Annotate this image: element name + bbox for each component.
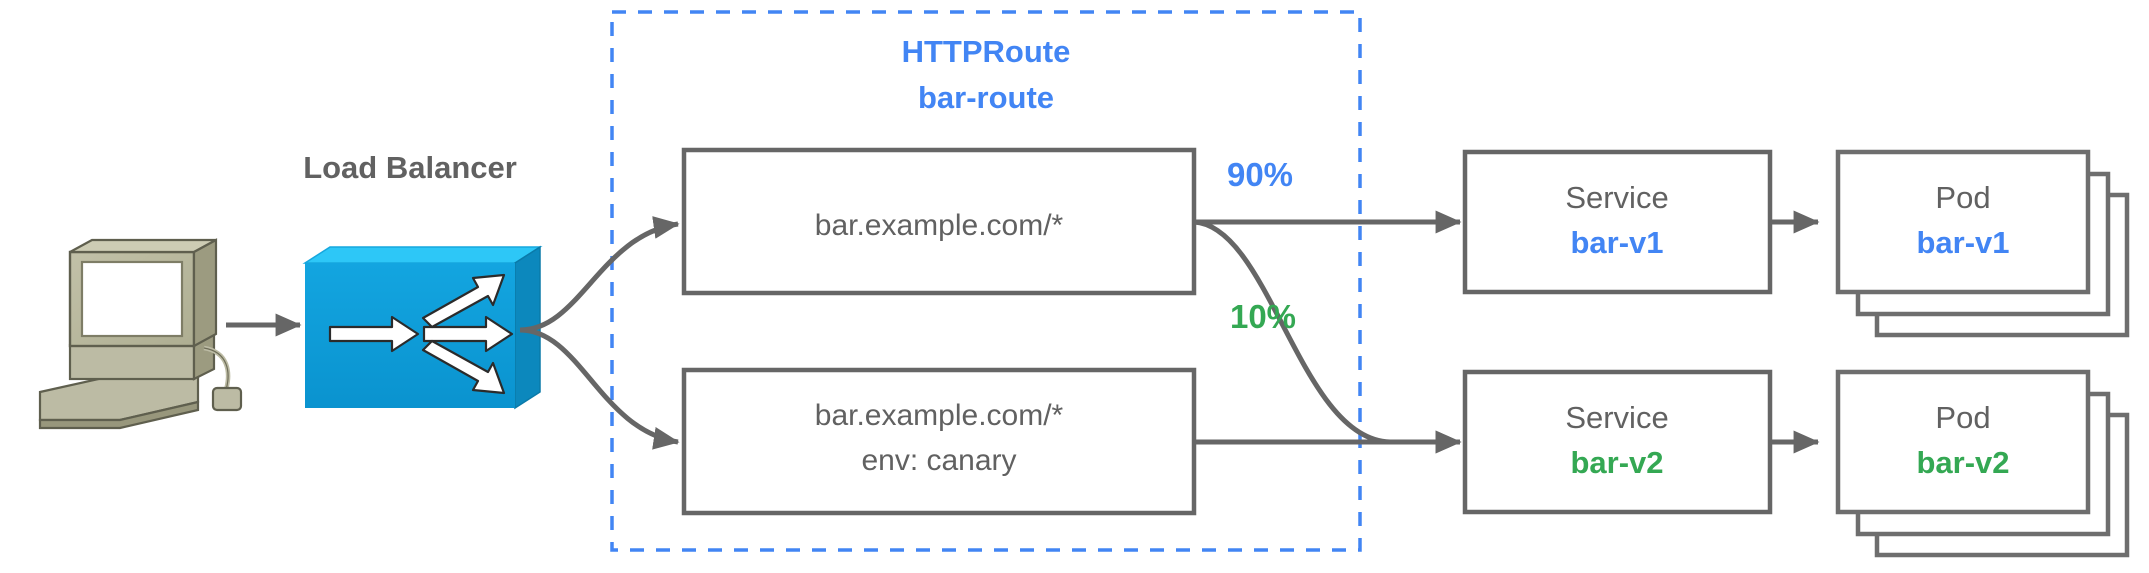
pod-stack-bar-v1[interactable]: Pod bar-v1 — [1835, 149, 2130, 338]
service-box-bar-v1[interactable]: Service bar-v1 — [1462, 149, 1773, 295]
pod-v2-kind-label: Pod — [1935, 400, 1990, 435]
service-box-bar-v2[interactable]: Service bar-v2 — [1462, 369, 1773, 515]
pod-stack-bar-v2[interactable]: Pod bar-v2 — [1835, 369, 2130, 558]
router-fanout-icon — [302, 245, 543, 410]
pod-v1-name-label: bar-v1 — [1916, 225, 2009, 260]
rule-canary-match-line-2: env: canary — [861, 444, 1016, 477]
weight-label-primary: 90% — [1227, 156, 1293, 193]
rule-box-primary[interactable]: bar.example.com/* — [681, 147, 1197, 296]
service-v1-kind-label: Service — [1565, 180, 1668, 215]
load-balancer-label: Load Balancer — [303, 150, 517, 185]
httproute-name-label: bar-route — [918, 80, 1054, 115]
desktop-computer-icon — [38, 238, 243, 430]
rule-box-canary[interactable]: bar.example.com/* env: canary — [681, 367, 1197, 516]
edge-lb-to-rule-primary — [519, 216, 680, 333]
pod-v2-name-label: bar-v2 — [1916, 445, 2009, 480]
service-v1-name-label: bar-v1 — [1570, 225, 1663, 260]
edge-rule-primary-to-service-v2 — [1193, 219, 1462, 454]
httproute-kind-label: HTTPRoute — [902, 34, 1071, 69]
weight-label-canary: 10% — [1230, 298, 1296, 335]
edge-lb-to-rule-canary — [519, 327, 680, 450]
rule-canary-match-line-1: bar.example.com/* — [815, 399, 1064, 432]
service-v2-name-label: bar-v2 — [1570, 445, 1663, 480]
rule-primary-match-line-1: bar.example.com/* — [815, 209, 1064, 242]
service-v2-kind-label: Service — [1565, 400, 1668, 435]
pod-v1-kind-label: Pod — [1935, 180, 1990, 215]
httproute-boundary — [610, 10, 1362, 552]
